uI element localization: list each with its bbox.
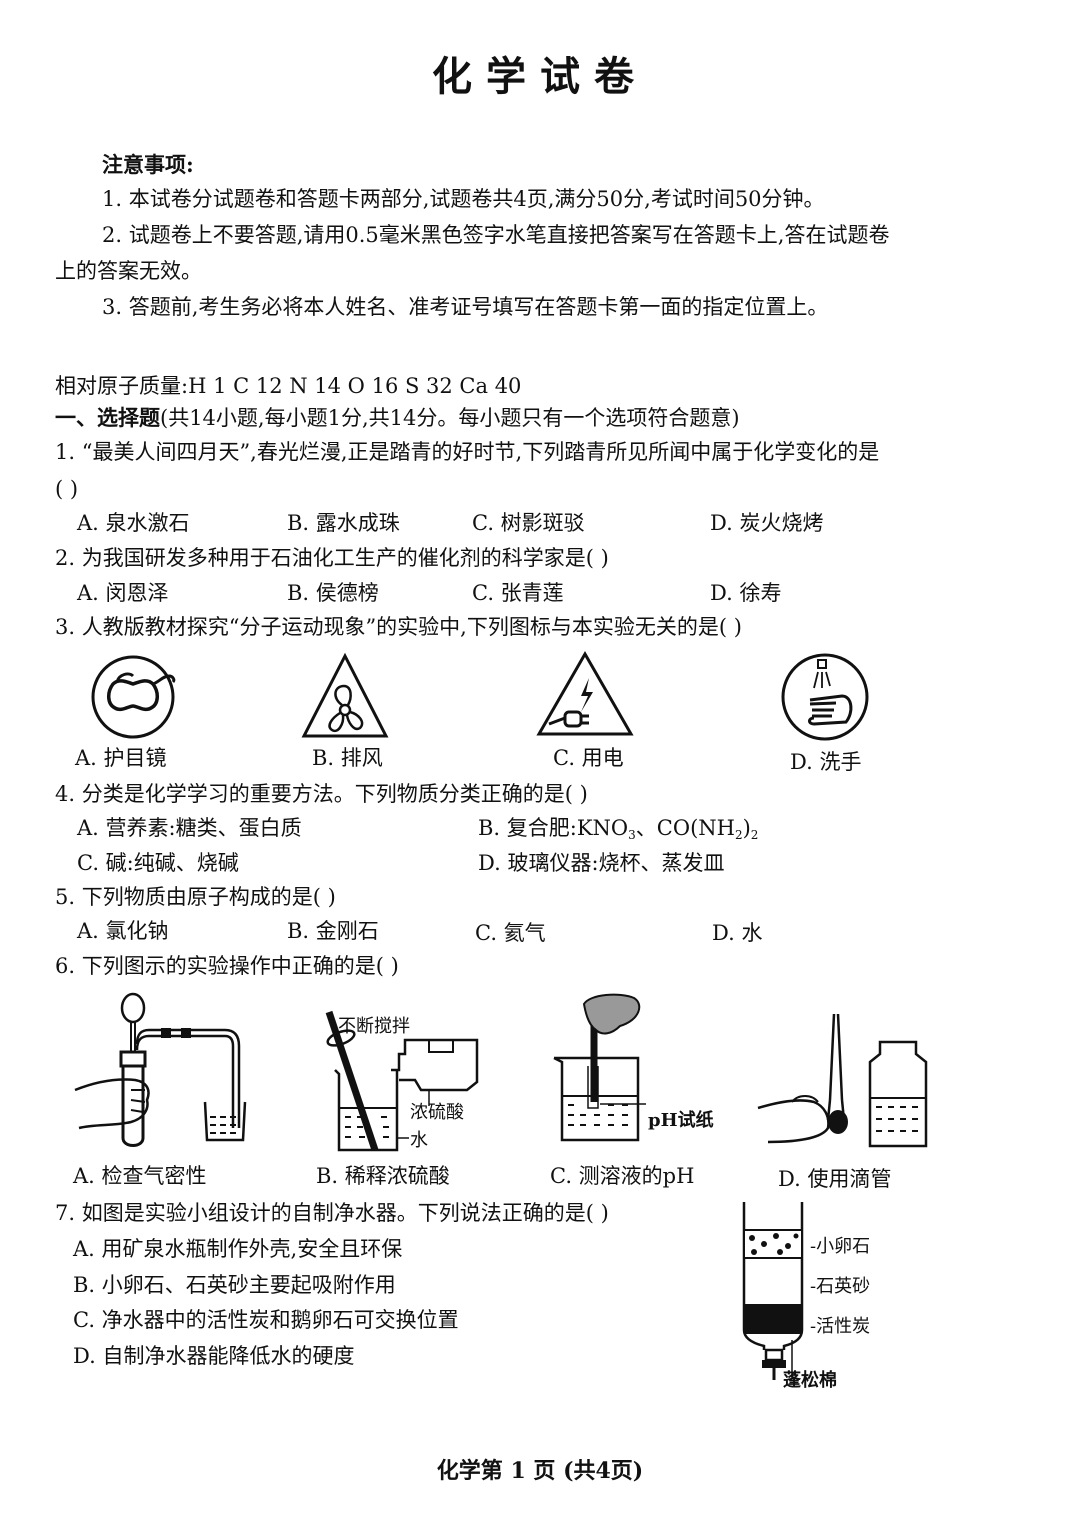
q3-option-c[interactable]: C. 用电 [553, 746, 624, 770]
q4-option-d[interactable]: D. 玻璃仪器:烧杯、蒸发皿 [478, 851, 725, 875]
section-heading: 一、选择题(共14小题,每小题1分,共14分。每小题只有一个选项符合题意) [55, 405, 740, 431]
q5-option-d[interactable]: D. 水 [712, 921, 763, 945]
q4-option-b-text: ) [742, 816, 751, 840]
label-pebble-text: 小卵石 [816, 1236, 871, 1257]
airtightness-check-figure [74, 992, 247, 1147]
q7-option-a[interactable]: A. 用矿泉水瓶制作外壳,安全且环保 [73, 1237, 403, 1261]
q4-option-b[interactable]: B. 复合肥:KNO3、CO(NH2)2 [478, 815, 758, 841]
notice-item-1: 1. 本试卷分试题卷和答题卡两部分,试题卷共4页,满分50分,考试时间50分钟。 [102, 187, 825, 211]
q4-option-a[interactable]: A. 营养素:糖类、蛋白质 [77, 816, 302, 840]
page-title: 化学试卷 [432, 54, 648, 100]
notice-heading: 注意事项: [102, 152, 194, 177]
section-desc: (共14小题,每小题1分,共14分。每小题只有一个选项符合题意) [160, 406, 740, 430]
q7-option-b[interactable]: B. 小卵石、石英砂主要起吸附作用 [73, 1273, 396, 1297]
label-quartz-text: 石英砂 [816, 1276, 871, 1297]
electricity-icon [536, 650, 634, 736]
q5-stem: 5. 下列物质由原子构成的是( ) [55, 885, 336, 909]
notice-item-2: 2. 试题卷上不要答题,请用0.5毫米黑色签字水笔直接把答案写在答题卡上,答在试… [102, 223, 890, 247]
q7-stem: 7. 如图是实验小组设计的自制净水器。下列说法正确的是( ) [55, 1201, 609, 1225]
notice-item-3: 3. 答题前,考生务必将本人姓名、准考证号填写在答题卡第一面的指定位置上。 [102, 295, 829, 319]
subscript: 2 [750, 828, 759, 842]
dilute-sulfuric-acid-figure [325, 1010, 479, 1152]
q6-option-a[interactable]: A. 检查气密性 [73, 1164, 207, 1188]
q1-stem: 1. “最美人间四月天”,春光烂漫,正是踏青的好时节,下列踏青所见所闻中属于化学… [55, 440, 880, 464]
exhaust-fan-icon [301, 652, 389, 738]
q1-option-d[interactable]: D. 炭火烧烤 [710, 511, 824, 535]
q4-option-b-text: 、CO(NH [635, 816, 735, 840]
q3-option-b[interactable]: B. 排风 [312, 746, 383, 770]
q3-option-d[interactable]: D. 洗手 [790, 750, 862, 774]
label-quartz: -石英砂 [810, 1276, 871, 1297]
q1-stem-paren: ( ) [55, 477, 79, 501]
q5-option-a[interactable]: A. 氯化钠 [77, 919, 169, 943]
q6-option-b[interactable]: B. 稀释浓硫酸 [316, 1164, 450, 1188]
q7-option-d[interactable]: D. 自制净水器能降低水的硬度 [73, 1344, 355, 1368]
label-acid: 浓硫酸 [410, 1102, 464, 1123]
dropper-use-figure [757, 1013, 928, 1148]
section-title: 一、选择题 [55, 405, 160, 430]
q1-option-a[interactable]: A. 泉水激石 [77, 511, 190, 535]
q7-option-c[interactable]: C. 净水器中的活性炭和鹅卵石可交换位置 [73, 1308, 459, 1332]
q1-option-c[interactable]: C. 树影斑驳 [472, 511, 585, 535]
subscript: 3 [628, 828, 636, 842]
goggles-icon [91, 655, 176, 739]
q3-option-a[interactable]: A. 护目镜 [75, 746, 167, 770]
hand-wash-icon [781, 653, 869, 741]
q2-option-b[interactable]: B. 侯德榜 [287, 581, 379, 605]
q4-option-c[interactable]: C. 碱:纯碱、烧碱 [77, 851, 239, 875]
page-footer: 化学第 1 页 (共4页) [436, 1458, 644, 1484]
q6-stem: 6. 下列图示的实验操作中正确的是( ) [55, 954, 399, 978]
label-ph-paper: pH试纸 [648, 1110, 714, 1131]
q2-option-a[interactable]: A. 闵恩泽 [77, 581, 169, 605]
q6-option-c[interactable]: C. 测溶液的pH [550, 1164, 695, 1188]
q6-option-d[interactable]: D. 使用滴管 [778, 1167, 892, 1191]
label-carbon: -活性炭 [810, 1316, 871, 1337]
q3-stem: 3. 人教版教材探究“分子运动现象”的实验中,下列图标与本实验无关的是( ) [55, 615, 742, 639]
label-carbon-text: 活性炭 [816, 1316, 871, 1337]
label-water: 水 [410, 1130, 428, 1151]
notice-item-2-cont: 上的答案无效。 [55, 259, 202, 283]
q2-stem: 2. 为我国研发多种用于石油化工生产的催化剂的科学家是( ) [55, 546, 609, 570]
ph-measurement-figure [553, 993, 646, 1142]
q4-option-b-text: B. 复合肥:KNO [478, 816, 629, 840]
q1-option-b[interactable]: B. 露水成珠 [287, 511, 400, 535]
label-stir: 不断搅拌 [338, 1016, 410, 1037]
q4-stem: 4. 分类是化学学习的重要方法。下列物质分类正确的是( ) [55, 782, 588, 806]
q5-option-b[interactable]: B. 金刚石 [287, 919, 379, 943]
q5-option-c[interactable]: C. 氦气 [475, 921, 546, 945]
atomic-masses: 相对原子质量:H 1 C 12 N 14 O 16 S 32 Ca 40 [55, 374, 522, 398]
subscript: 2 [734, 828, 743, 842]
water-purifier-figure [742, 1202, 804, 1380]
label-cotton: 蓬松棉 [783, 1370, 837, 1391]
q2-option-c[interactable]: C. 张青莲 [472, 581, 564, 605]
q2-option-d[interactable]: D. 徐寿 [710, 581, 782, 605]
label-pebble: -小卵石 [810, 1236, 871, 1257]
